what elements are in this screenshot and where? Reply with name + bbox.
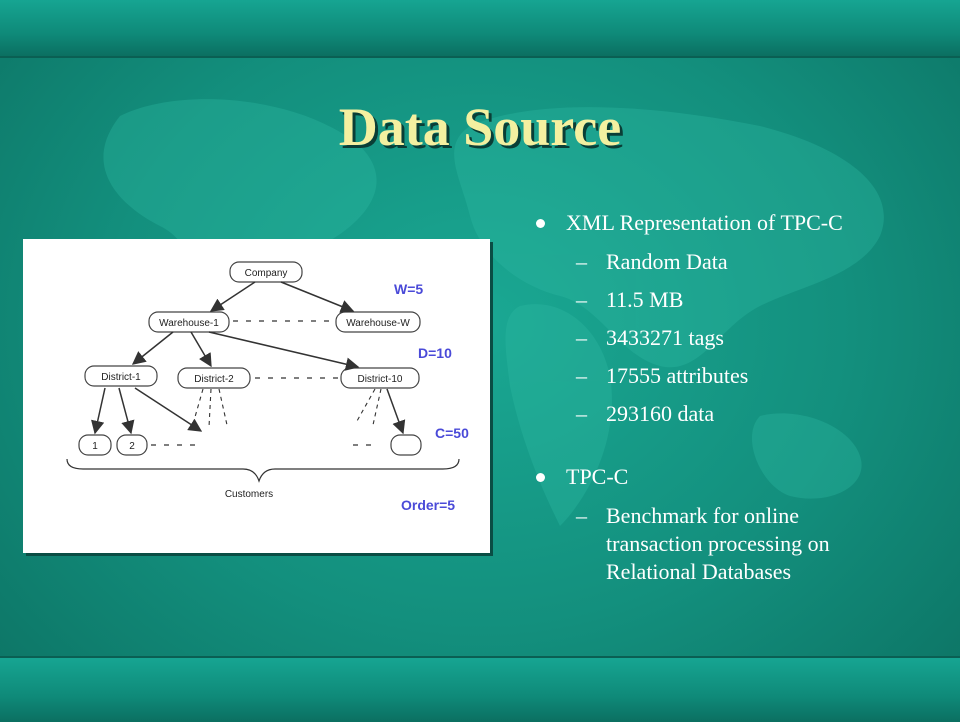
- company-node-label: Company: [245, 268, 288, 279]
- sub-bullet-attributes: –17555 attributes: [576, 363, 749, 388]
- district-2-children-dashed: [192, 388, 228, 428]
- district-1-node: [84, 365, 158, 387]
- edge-company-warehouse-1: [209, 281, 256, 312]
- sub-bullet-tags: –3433271 tags: [576, 325, 724, 350]
- edge-warehouse-district-10: [208, 331, 360, 371]
- district-2-node: [177, 367, 251, 389]
- edge-district-customer-more: [134, 387, 203, 432]
- edge-warehouse-district-2: [190, 331, 212, 368]
- edge-district-10-customer: [386, 388, 406, 435]
- district-10-label: District-10: [357, 374, 402, 385]
- sub-bullet-benchmark: –Benchmark for online transaction proces…: [576, 503, 830, 584]
- customer-2-label: 2: [129, 441, 135, 452]
- bullet-dot: [536, 219, 545, 228]
- warehouse-1-node: [148, 311, 230, 333]
- param-d: D=10: [418, 345, 452, 361]
- param-c: C=50: [435, 425, 469, 441]
- sub-bullet-data: –293160 data: [576, 401, 715, 426]
- customers-brace: [66, 458, 460, 483]
- bullet-text: XML Representation of TPC-C: [566, 210, 843, 235]
- customers-label: Customers: [225, 489, 273, 500]
- customer-1-node: [78, 434, 112, 456]
- warehouse-1-label: Warehouse-1: [159, 318, 219, 329]
- warehouse-w-label: Warehouse-W: [346, 318, 410, 329]
- top-band: [0, 0, 960, 58]
- district-1-label: District-1: [101, 372, 141, 383]
- param-order: Order=5: [401, 497, 455, 513]
- slide-title: Data Source: [338, 97, 622, 157]
- bullet-list: XML Representation of TPC-C –Random Data…: [536, 208, 956, 586]
- sub-bullet-size: –11.5 MB: [576, 287, 684, 312]
- warehouse-w-node: [335, 311, 421, 333]
- edge-district-customer-1: [91, 387, 106, 435]
- tpcc-hierarchy-diagram: Company Warehouse-1 Warehouse-W District…: [23, 239, 490, 553]
- param-w: W=5: [394, 281, 423, 297]
- sub-bullet-list: –Benchmark for online transaction proces…: [566, 502, 956, 586]
- customer-1-label: 1: [92, 441, 98, 452]
- customer-2-node: [116, 434, 148, 456]
- bottom-band: [0, 656, 960, 722]
- district-10-children-dashed: [356, 388, 382, 426]
- bullet-dot: [536, 473, 545, 482]
- company-node: [229, 261, 303, 283]
- edge-company-warehouse-w: [280, 281, 355, 313]
- bullet-tpcc: TPC-C –Benchmark for online transaction …: [536, 462, 956, 586]
- edge-district-customer-2: [118, 387, 135, 435]
- bullet-xml-representation: XML Representation of TPC-C –Random Data…: [536, 208, 956, 428]
- edge-warehouse-district-1: [131, 331, 174, 365]
- district-10-node: [340, 367, 420, 389]
- sub-bullet-random-data: –Random Data: [576, 249, 728, 274]
- customer-n-node: [390, 434, 422, 456]
- district-2-label: District-2: [194, 374, 234, 385]
- sub-bullet-list: –Random Data –11.5 MB –3433271 tags –175…: [566, 248, 956, 428]
- bullet-text: TPC-C: [566, 464, 629, 489]
